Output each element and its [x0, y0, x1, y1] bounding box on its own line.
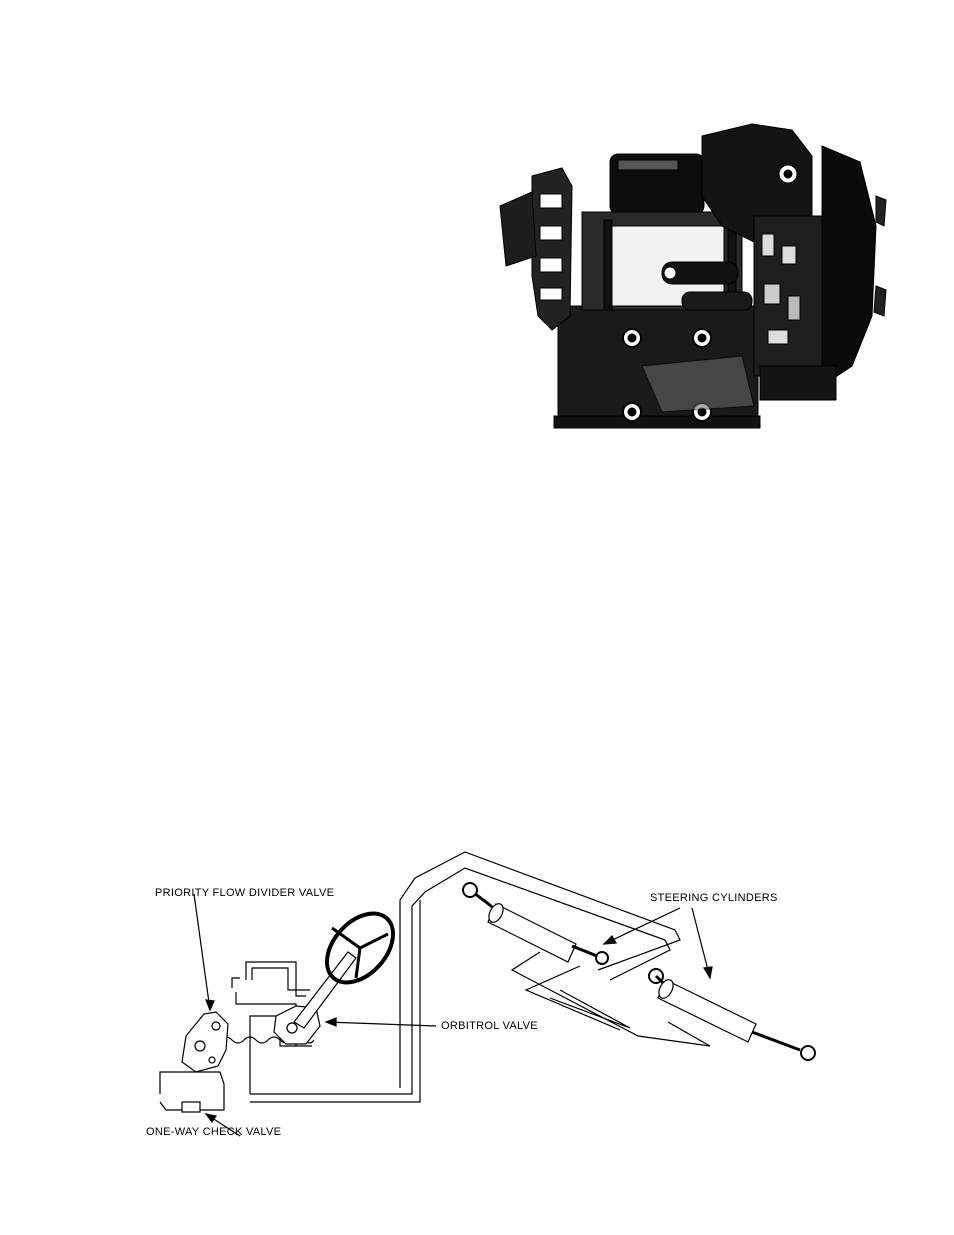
hydraulic-line	[526, 966, 620, 1030]
hydraulic-line	[412, 868, 670, 1088]
transmission-photo	[492, 116, 888, 432]
hydraulic-line	[232, 978, 240, 988]
hydraulic-line	[250, 1088, 412, 1094]
steering-cylinders-label: STEERING CYLINDERS	[650, 892, 778, 904]
hydraulic-line	[246, 962, 306, 996]
steering-cylinder-2	[649, 969, 815, 1060]
leader-line	[194, 894, 210, 1010]
orbitrol-valve-label: ORBITROL VALVE	[441, 1020, 538, 1032]
priority-valve-body	[182, 1012, 228, 1072]
priority-flow-divider-valve-label: PRIORITY FLOW DIVIDER VALVE	[155, 887, 334, 899]
hydraulic-line	[252, 968, 310, 990]
check-valve-box	[182, 1102, 200, 1112]
hydraulic-line	[400, 852, 680, 1088]
steering-cylinder-1	[463, 883, 608, 964]
leader-line	[604, 908, 680, 944]
one-way-check-valve-label: ONE-WAY CHECK VALVE	[146, 1126, 281, 1138]
